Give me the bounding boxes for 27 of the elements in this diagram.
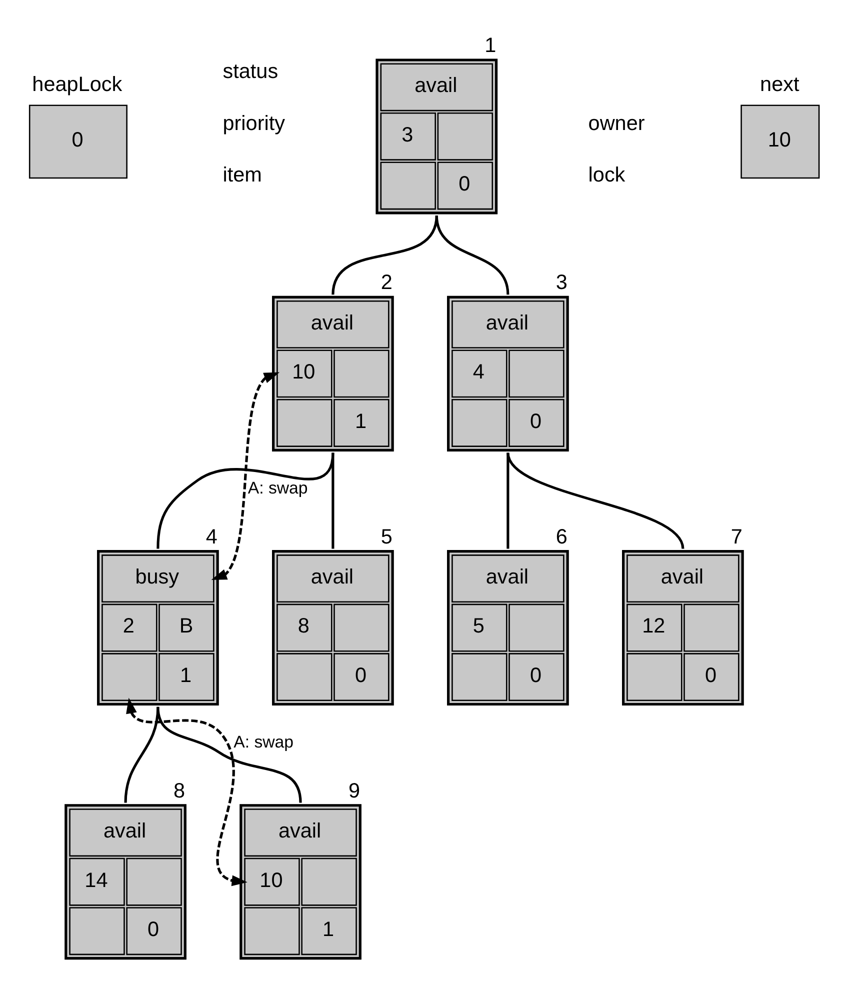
connector	[156, 706, 302, 803]
connector	[332, 452, 334, 549]
connector	[506, 452, 684, 550]
node-label: heapLock	[32, 72, 122, 96]
label: owner	[588, 112, 645, 135]
label: item	[222, 164, 262, 187]
edge-label: A: swap	[248, 478, 308, 498]
edge-label: A: swap	[234, 732, 294, 752]
node-label: 2	[380, 271, 392, 294]
label: priority	[222, 112, 285, 135]
node-label: 5	[380, 525, 392, 548]
connector	[506, 452, 510, 549]
node-label: 9	[348, 779, 360, 802]
node-label: 4	[206, 525, 218, 548]
node-label: 6	[556, 525, 568, 548]
node-label: 7	[730, 525, 742, 548]
arrow	[126, 698, 248, 886]
connector	[332, 215, 438, 295]
node-label: 8	[173, 779, 186, 802]
label: status	[222, 60, 278, 83]
node-label: next	[760, 72, 800, 96]
node-label: 1	[484, 34, 496, 57]
arrow	[211, 372, 280, 580]
connector	[156, 452, 334, 549]
node-label: 3	[556, 271, 568, 294]
label: lock	[588, 164, 626, 187]
connector	[435, 215, 510, 295]
